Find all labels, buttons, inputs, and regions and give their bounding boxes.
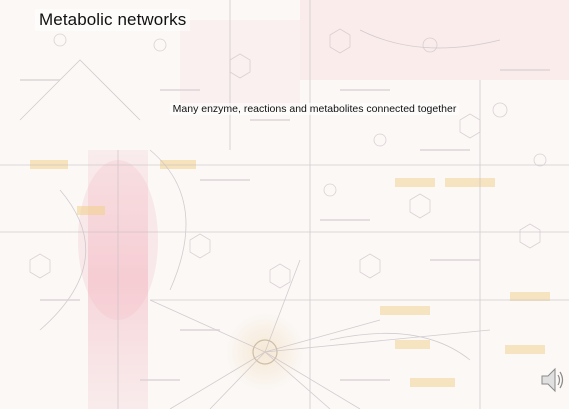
slide-title: Metabolic networks (35, 9, 191, 31)
speaker-icon[interactable] (540, 365, 566, 395)
slide-subtitle-container: Many enzyme, reactions and metabolites c… (0, 103, 569, 115)
slide-subtitle: Many enzyme, reactions and metabolites c… (169, 103, 460, 115)
